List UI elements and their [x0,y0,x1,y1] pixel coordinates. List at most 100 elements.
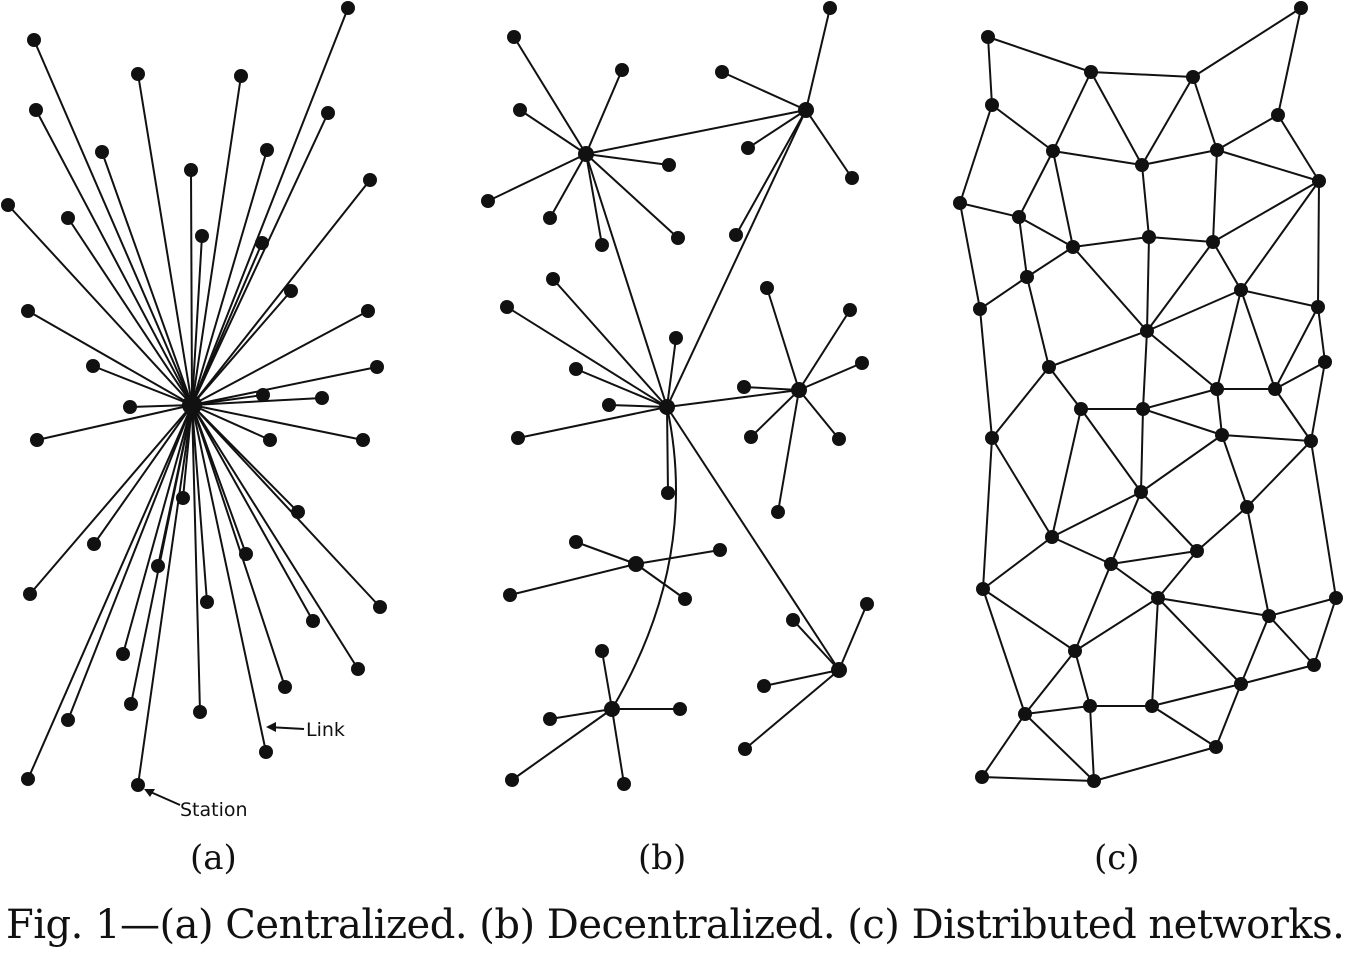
link [191,149,268,406]
link [766,287,800,391]
link [750,389,800,438]
link [191,404,208,603]
station [321,106,335,120]
station [738,742,752,756]
station [200,595,214,609]
hub-link [666,109,807,408]
link [1074,597,1159,652]
link [982,588,1026,715]
station [513,103,527,117]
link [721,71,807,111]
link [1026,276,1050,368]
link [1151,683,1242,707]
link [585,153,679,239]
link [1240,289,1276,390]
station [1046,144,1060,158]
link [666,406,669,494]
link [1110,550,1198,565]
link [487,153,587,202]
link [1142,408,1223,436]
link [1141,149,1218,166]
link [979,308,993,439]
station [1271,108,1285,122]
link [137,404,193,786]
link [1157,597,1270,617]
station-pointer-head [144,789,155,797]
station [1311,300,1325,314]
station [1083,699,1097,713]
station [1074,402,1088,416]
cluster-hub [604,701,620,717]
link [1268,615,1315,666]
station [1215,428,1229,442]
figure-caption: Fig. 1—(a) Centralized. (b) Decentralize… [6,902,1345,948]
link [1142,388,1218,410]
link [1317,306,1326,363]
station [234,69,248,83]
link [838,603,868,671]
link [1216,289,1242,390]
link [101,151,193,406]
link [1310,440,1337,599]
link [36,404,193,441]
link [991,437,1053,538]
link [1051,536,1112,565]
station [1186,70,1200,84]
link [1196,506,1248,552]
station [741,141,755,155]
link [805,109,853,179]
link [1313,597,1337,666]
link [1212,149,1218,243]
link [1216,114,1279,151]
link [1216,149,1320,182]
station [771,505,785,519]
station [195,229,209,243]
station [1142,230,1156,244]
station [953,196,967,210]
link [129,404,193,408]
link [1026,246,1074,278]
link [191,366,378,406]
station [713,543,727,557]
station [673,702,687,716]
station [715,65,729,79]
link [1216,388,1223,436]
station [259,745,273,759]
station [116,647,130,661]
link [959,202,1020,218]
link [93,404,193,545]
station [976,582,990,596]
link [805,7,831,111]
link [1024,705,1091,715]
station [1240,500,1254,514]
link [608,404,668,408]
station [823,1,837,15]
link [191,394,264,406]
station [1234,283,1248,297]
station [263,433,277,447]
link [1277,7,1302,116]
link [1018,216,1028,278]
station [744,430,758,444]
link [1221,434,1248,508]
station [661,486,675,500]
link [549,708,613,720]
link [1317,180,1320,308]
link [982,588,1076,652]
station [981,30,995,44]
station [507,30,521,44]
station [1136,402,1150,416]
central-hub [182,395,202,415]
link [33,39,193,406]
station [500,300,514,314]
link [1151,705,1217,748]
station [30,433,44,447]
station [543,712,557,726]
station [1140,324,1154,338]
station [363,173,377,187]
link [191,179,371,406]
link [191,75,242,406]
station [87,537,101,551]
station [29,103,43,117]
link [601,650,613,710]
